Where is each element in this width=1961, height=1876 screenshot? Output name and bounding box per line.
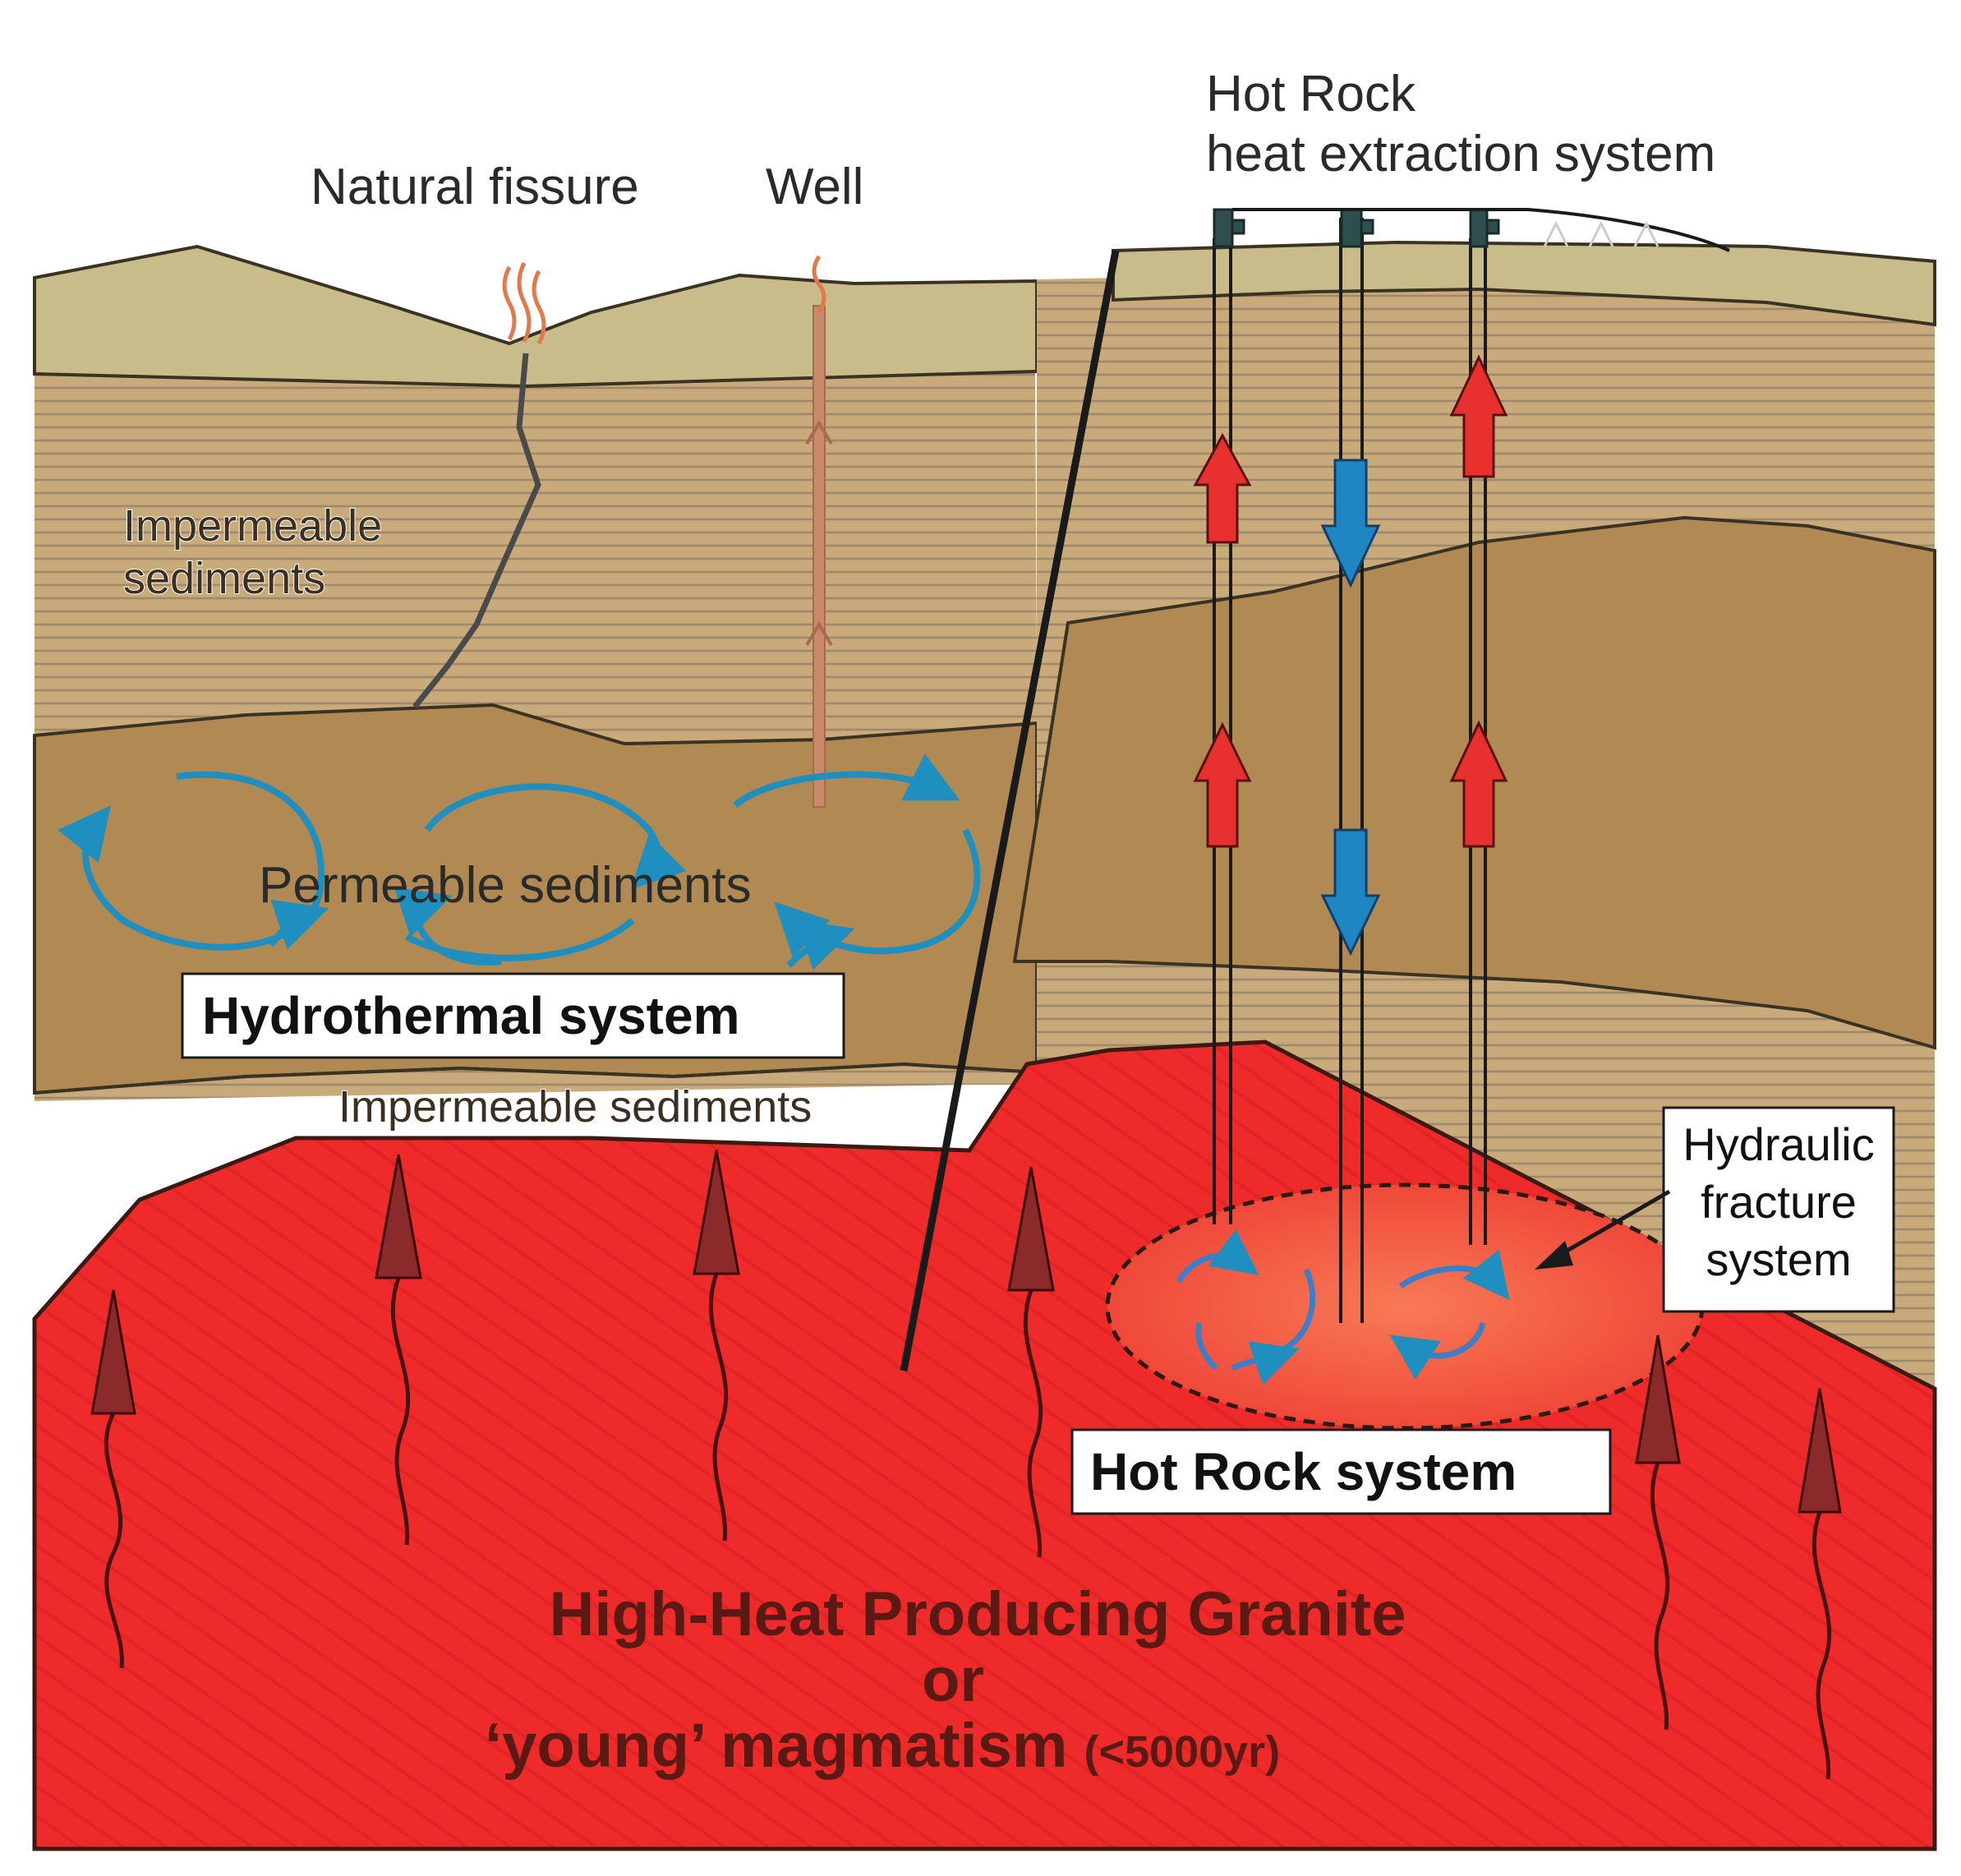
pipeline <box>1232 208 1730 252</box>
fracture-circulation-arrows <box>1176 1228 1510 1385</box>
label-hydrothermal-system: Hydrothermal system <box>202 986 739 1045</box>
hydraulic-box <box>1662 1106 1895 1313</box>
label-impermeable-upper-2: sediments <box>123 554 325 603</box>
hot-rock-box <box>1070 1428 1612 1515</box>
label-hydraulic-2: fracture <box>1701 1176 1857 1228</box>
label-granite-1: High-Heat Producing Granite <box>550 1579 1406 1649</box>
label-hydraulic-3: system <box>1706 1233 1851 1285</box>
wellhead-icons <box>1213 208 1500 248</box>
natural-fissure <box>412 353 541 709</box>
label-impermeable-upper-1: Impermeable <box>123 501 382 551</box>
label-hot-rock-heat-2: heat extraction system <box>1206 126 1715 182</box>
label-well: Well <box>766 159 863 215</box>
right-surface-layer <box>1112 240 1936 327</box>
hydraulic-pointer-arrow <box>1547 1189 1671 1264</box>
heat-flow-arrows <box>104 1273 1832 1780</box>
label-impermeable-lower: Impermeable sediments <box>338 1082 812 1132</box>
label-granite-2: or <box>922 1645 984 1715</box>
left-surface-layer <box>33 244 1038 389</box>
hydrothermal-box <box>181 972 845 1059</box>
fault-line <box>900 250 1120 1371</box>
label-hot-rock-heat-1: Hot Rock <box>1206 66 1416 122</box>
label-natural-fissure: Natural fissure <box>311 159 639 215</box>
hot-fluid-up-arrows <box>1193 354 1508 848</box>
hydraulic-fracture-zone <box>1105 1182 1705 1431</box>
well-pipe <box>812 305 826 808</box>
label-permeable: Permeable sediments <box>259 857 752 914</box>
label-hot-rock-system: Hot Rock system <box>1090 1442 1517 1501</box>
label-hydraulic-1: Hydraulic <box>1683 1118 1874 1170</box>
cold-fluid-down-arrows <box>1320 459 1381 956</box>
label-granite-3-note: (<5000yr) <box>1084 1727 1281 1777</box>
well-steam-icon <box>812 255 826 314</box>
label-granite-3: ‘young’ magmatism (<5000yr) <box>485 1711 1280 1781</box>
label-granite-3-main: ‘young’ magmatism <box>485 1711 1068 1781</box>
fissure-steam-icon <box>502 261 546 345</box>
hydrothermal-circulation-arrows <box>58 754 981 970</box>
heat-arrowheads <box>90 1150 1842 1514</box>
